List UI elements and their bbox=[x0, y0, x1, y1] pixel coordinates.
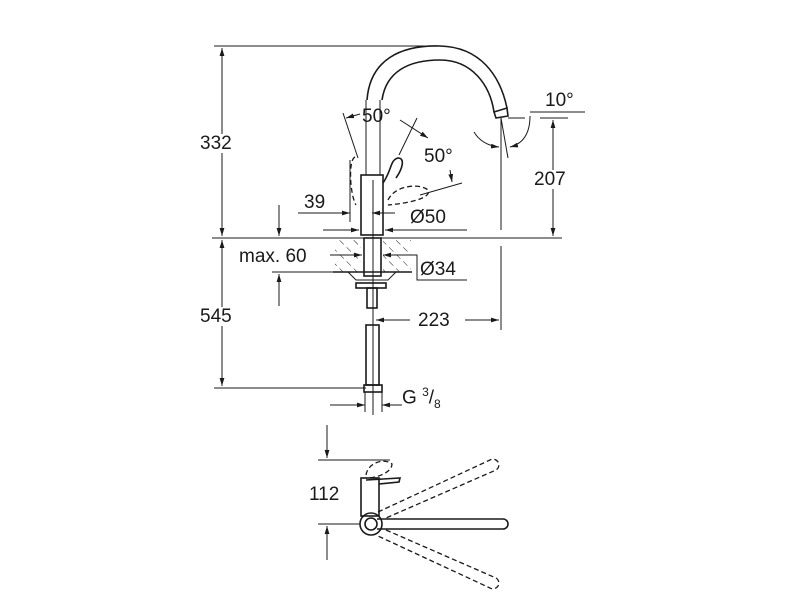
top-view-body bbox=[360, 477, 380, 517]
faucet-body bbox=[360, 174, 384, 236]
dim-label-lever-angle-right: 50° bbox=[424, 146, 453, 167]
dim-label-lever-angle-left: 50° bbox=[362, 106, 391, 127]
thread-letter: G bbox=[402, 387, 417, 409]
spout-ghost-up bbox=[377, 458, 500, 519]
dim-label-39: 39 bbox=[304, 192, 326, 213]
dim-label-thread: G 3/8 bbox=[402, 385, 441, 412]
top-view-spout bbox=[377, 518, 509, 530]
dim-label-body-diameter: Ø50 bbox=[410, 207, 446, 228]
spout-outer bbox=[366, 45, 508, 109]
dim-label-332: 332 bbox=[200, 133, 232, 154]
dim-label-207: 207 bbox=[534, 169, 566, 190]
thread-numerator: 3 bbox=[422, 385, 429, 399]
spout-inner bbox=[381, 59, 495, 113]
spout-pivot bbox=[359, 512, 383, 536]
dim-label-112: 112 bbox=[309, 484, 340, 505]
dim-label-max-60: max. 60 bbox=[239, 246, 307, 267]
lever-left-ghost bbox=[349, 156, 357, 206]
dim-label-223: 223 bbox=[418, 310, 450, 331]
lever bbox=[382, 157, 404, 184]
dim-label-hole-diameter: Ø34 bbox=[420, 259, 456, 280]
spout-ghost-down bbox=[377, 529, 500, 590]
dim-label-spout-angle: 10° bbox=[545, 90, 574, 111]
aerator bbox=[492, 106, 509, 119]
dim-label-545: 545 bbox=[200, 306, 232, 327]
thread-denominator: 8 bbox=[434, 397, 441, 412]
top-lever-ghost bbox=[365, 460, 393, 479]
hose-upper bbox=[366, 287, 378, 309]
lever-right-ghost bbox=[387, 185, 429, 206]
